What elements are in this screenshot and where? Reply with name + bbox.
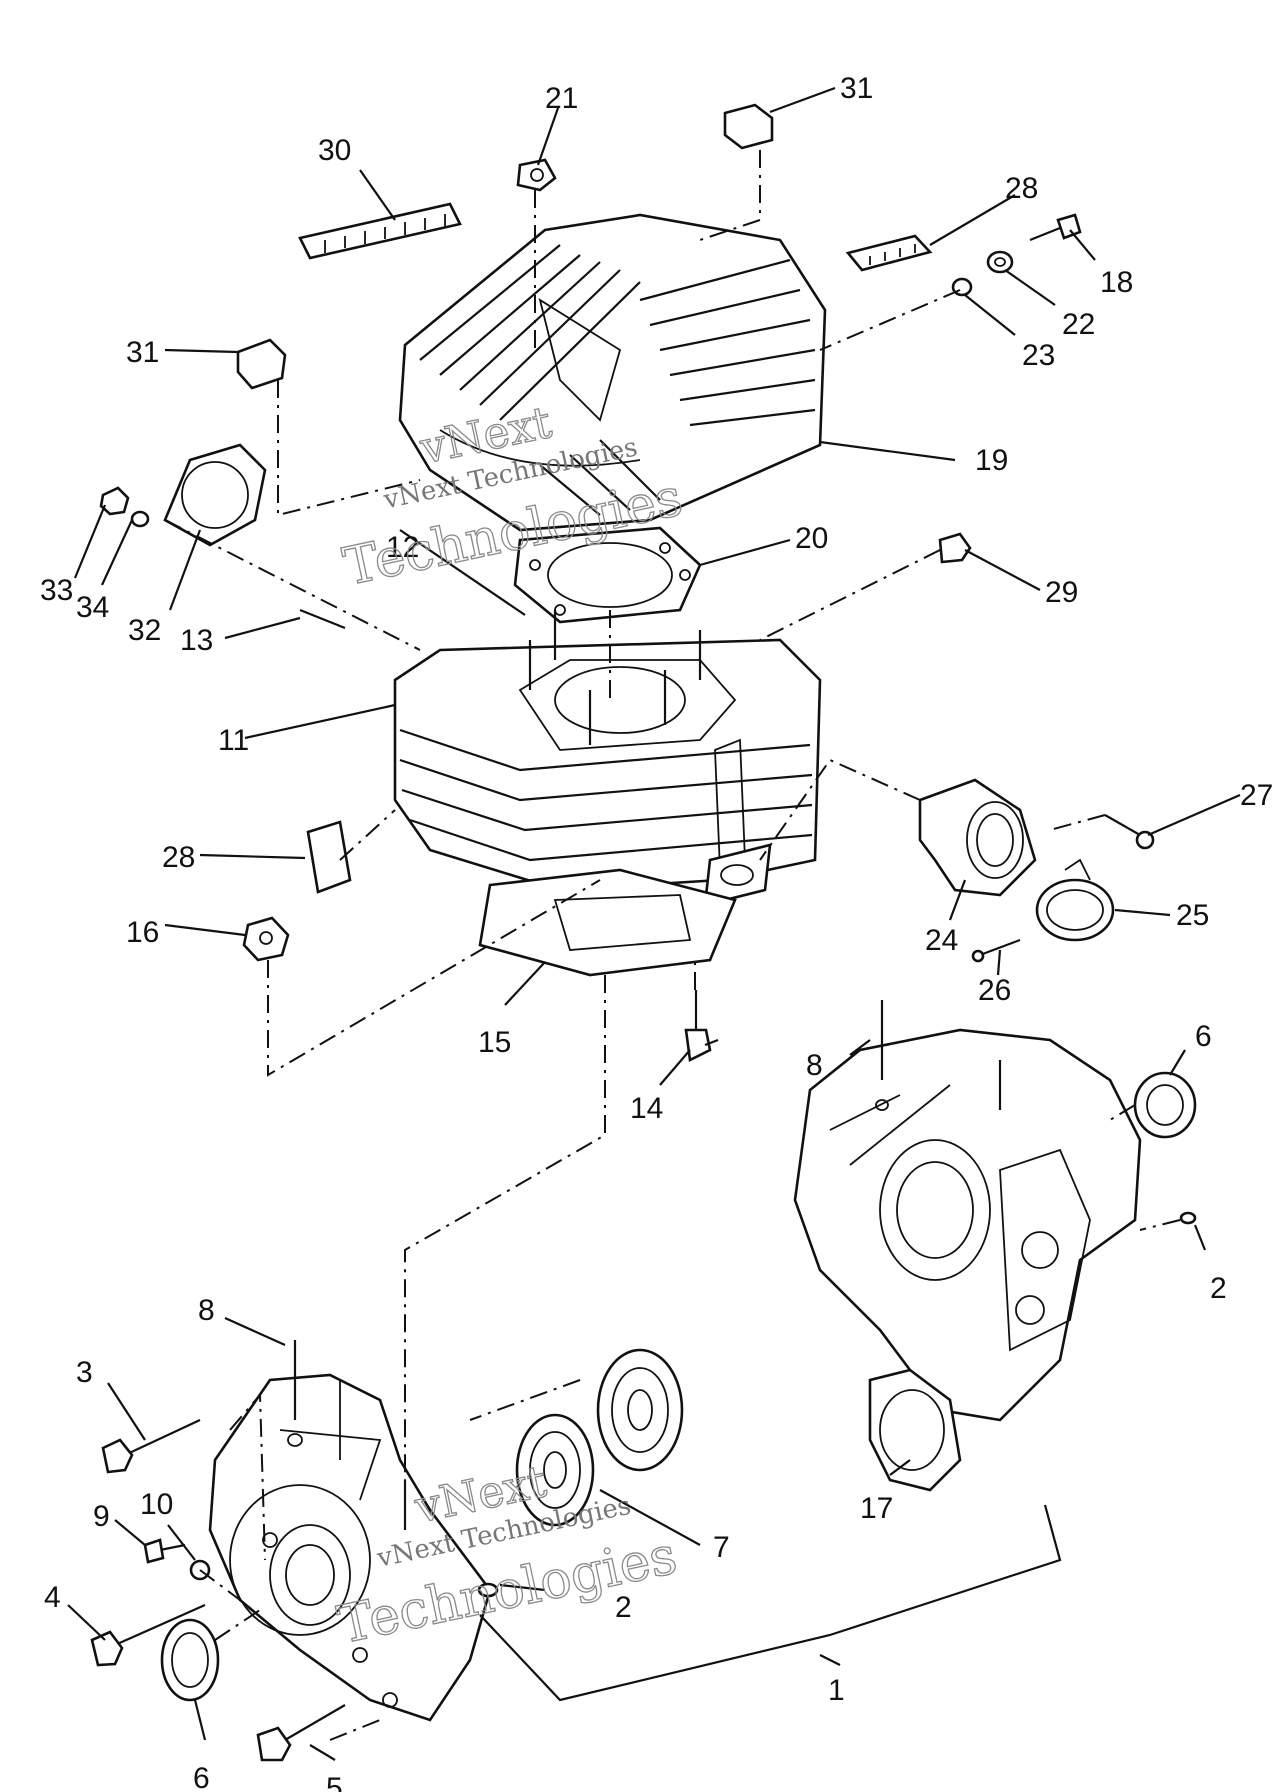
bearing-7-inner <box>515 1413 595 1527</box>
stud-13 <box>299 608 346 630</box>
cylinder <box>393 610 822 907</box>
callout-28-left: 28 <box>162 841 195 874</box>
callout-13: 13 <box>180 624 213 657</box>
sensor-14 <box>684 990 719 1062</box>
callout-21: 21 <box>545 82 578 115</box>
callout-4: 4 <box>44 1581 61 1614</box>
grommet-31-top <box>723 103 774 150</box>
callout-19: 19 <box>975 444 1008 477</box>
bolt-9 <box>143 1538 186 1564</box>
callout-20: 20 <box>795 522 828 555</box>
callout-29: 29 <box>1045 576 1078 609</box>
dowel-2-right <box>1179 1211 1197 1225</box>
callout-1: 1 <box>828 1674 845 1707</box>
callout-6-right: 6 <box>1195 1020 1212 1053</box>
base-gasket <box>478 868 737 977</box>
grommet-31-left <box>236 338 287 390</box>
bolt-3 <box>101 1419 201 1474</box>
callout-8-left: 8 <box>198 1294 215 1327</box>
oil-seal-6-right <box>1133 1071 1197 1139</box>
stud-8-right <box>875 1000 889 1111</box>
cylinder-head <box>398 213 827 532</box>
callout-34: 34 <box>76 591 109 624</box>
dowel-2-left <box>477 1582 499 1598</box>
bolt-5 <box>256 1704 346 1762</box>
grommet-28-top <box>845 234 933 272</box>
nut-33 <box>99 486 130 516</box>
callout-6-left: 6 <box>193 1762 210 1792</box>
washer-34 <box>130 510 150 528</box>
grommet-28-left <box>306 820 352 894</box>
leader-lines <box>67 86 1241 1761</box>
callout-5: 5 <box>326 1772 343 1792</box>
callout-31-top: 31 <box>840 72 873 105</box>
callout-2-left: 2 <box>615 1591 632 1624</box>
callout-2-right: 2 <box>1210 1272 1227 1305</box>
callout-8-right: 8 <box>806 1049 823 1082</box>
nut-16 <box>242 916 290 962</box>
callout-27: 27 <box>1240 779 1273 812</box>
callout-24: 24 <box>925 924 958 957</box>
callout-9: 9 <box>93 1500 110 1533</box>
left-crankcase-half <box>208 1373 492 1722</box>
exhaust-gasket-32 <box>163 443 267 547</box>
callout-23: 23 <box>1022 339 1055 372</box>
callout-18: 18 <box>1100 266 1133 299</box>
assembly-center-lines <box>164 150 1181 1741</box>
stud-8-left <box>287 1340 303 1447</box>
grommet-29 <box>938 532 972 564</box>
callout-16: 16 <box>126 916 159 949</box>
callout-14: 14 <box>630 1092 663 1125</box>
bearing-7-outer <box>596 1348 684 1472</box>
callout-12: 12 <box>386 531 419 564</box>
callout-25: 25 <box>1176 899 1209 932</box>
callout-30: 30 <box>318 134 351 167</box>
callout-17: 17 <box>860 1492 893 1525</box>
head-nut-21 <box>516 158 557 192</box>
bolt-4 <box>90 1603 206 1667</box>
clamp-screw <box>971 938 1021 963</box>
callout-31-left: 31 <box>126 336 159 369</box>
oil-seal-6-left <box>160 1618 220 1702</box>
head-gasket <box>513 526 702 624</box>
callout-32: 32 <box>128 614 161 647</box>
intake-manifold <box>918 778 1037 897</box>
callout-7: 7 <box>713 1531 730 1564</box>
callout-10: 10 <box>140 1488 173 1521</box>
callout-26: 26 <box>978 974 1011 1007</box>
bracket-1 <box>479 1504 1062 1702</box>
washer-22 <box>986 250 1014 274</box>
callout-28-top: 28 <box>1005 172 1038 205</box>
intake-bolt <box>1104 814 1155 850</box>
callout-labels: 1 2 2 3 4 5 6 6 7 8 8 9 10 11 12 13 14 1… <box>40 72 1273 1792</box>
grommet-30 <box>298 202 462 260</box>
right-crankcase-half <box>793 1028 1142 1422</box>
intake-clamp <box>1035 858 1115 942</box>
callout-15: 15 <box>478 1026 511 1059</box>
callout-22: 22 <box>1062 308 1095 341</box>
spark-plug-18 <box>1029 213 1082 242</box>
callout-3: 3 <box>76 1356 93 1389</box>
case-gasket-17 <box>868 1368 962 1492</box>
callout-33: 33 <box>40 574 73 607</box>
callout-11: 11 <box>218 724 249 757</box>
